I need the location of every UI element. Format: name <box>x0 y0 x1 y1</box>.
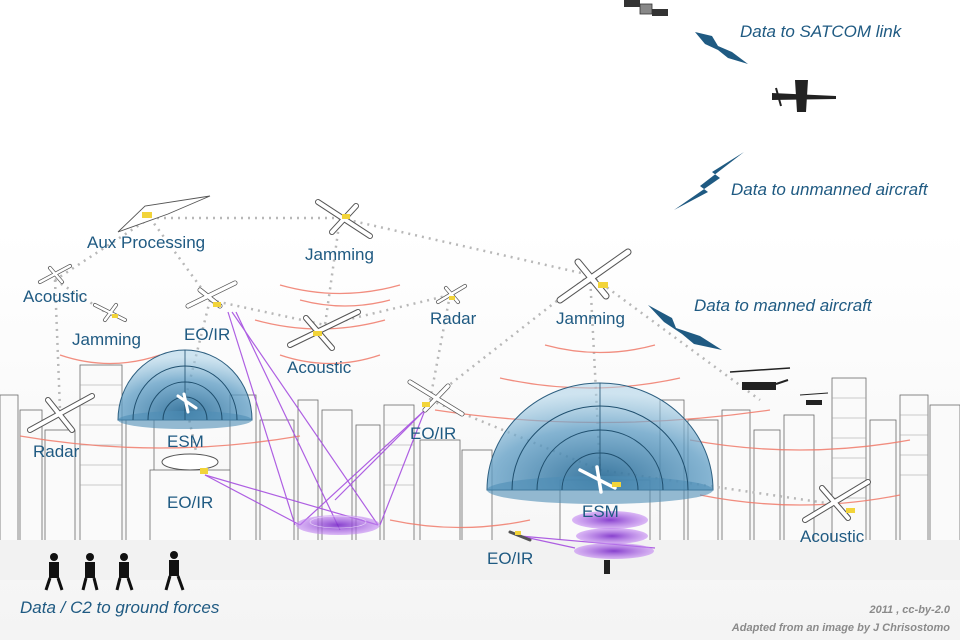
node-label-radar-left: Radar <box>33 442 80 461</box>
emission-arcs <box>19 284 911 529</box>
sensor-dome-right <box>486 382 714 504</box>
node-label-aux-processing: Aux Processing <box>87 233 206 252</box>
uav-acoustic-mid <box>287 309 361 351</box>
predator-drone-icon <box>772 80 836 112</box>
eoir-beams <box>204 311 656 549</box>
node-label-eoir-upper: EO/IR <box>184 325 231 344</box>
node-label-esm-left: ESM <box>167 432 204 451</box>
lightning-icon-satcom <box>695 32 748 64</box>
uav-acoustic-right <box>802 479 871 523</box>
node-label-radar-mid: Radar <box>430 309 477 328</box>
node-label-eoir-left: EO/IR <box>167 493 214 512</box>
uav-jamming-right <box>556 248 632 304</box>
uav-radar-mid <box>436 284 467 304</box>
node-label-acoustic-right: Acoustic <box>800 527 865 546</box>
manned-link-label: Data to manned aircraft <box>694 296 872 315</box>
lightning-icon-unmanned <box>674 152 744 210</box>
helicopter-icon <box>729 367 791 390</box>
uav-jamming-top <box>315 199 373 239</box>
node-label-acoustic-left: Acoustic <box>23 287 88 306</box>
uav-radar-left <box>27 393 95 433</box>
uav-eoir-center <box>407 379 465 417</box>
credit-attribution: Adapted from an image by J Chrisostomo <box>731 622 950 634</box>
uav-aux-processing <box>117 195 211 233</box>
lightning-icon-manned <box>648 305 722 350</box>
uav-acoustic-left <box>38 264 72 284</box>
credit-year-license: 2011 , cc-by-2.0 <box>869 604 950 616</box>
node-label-esm-right: ESM <box>582 502 619 521</box>
node-label-jamming-top: Jamming <box>305 245 374 264</box>
uav-eoir-left <box>161 453 219 474</box>
node-label-jamming-right: Jamming <box>556 309 625 328</box>
node-label-eoir-center: EO/IR <box>410 424 457 443</box>
node-label-jamming-left: Jamming <box>72 330 141 349</box>
node-label-eoir-bottom: EO/IR <box>487 549 534 568</box>
satellite-icon <box>624 0 668 16</box>
uav-eoir-bottom <box>508 530 532 542</box>
target-disks <box>296 511 654 574</box>
node-label-acoustic-mid: Acoustic <box>287 358 352 377</box>
uav-jamming-left <box>93 303 127 322</box>
helicopter-icon-small <box>799 392 829 405</box>
ground-link-label: Data / C2 to ground forces <box>20 598 220 617</box>
unmanned-link-label: Data to unmanned aircraft <box>731 180 928 199</box>
sensor-dome-left <box>117 349 253 429</box>
ground-forces-icon <box>44 551 185 591</box>
uav-eoir-upper <box>185 280 238 309</box>
satcom-link-label: Data to SATCOM link <box>740 22 902 41</box>
